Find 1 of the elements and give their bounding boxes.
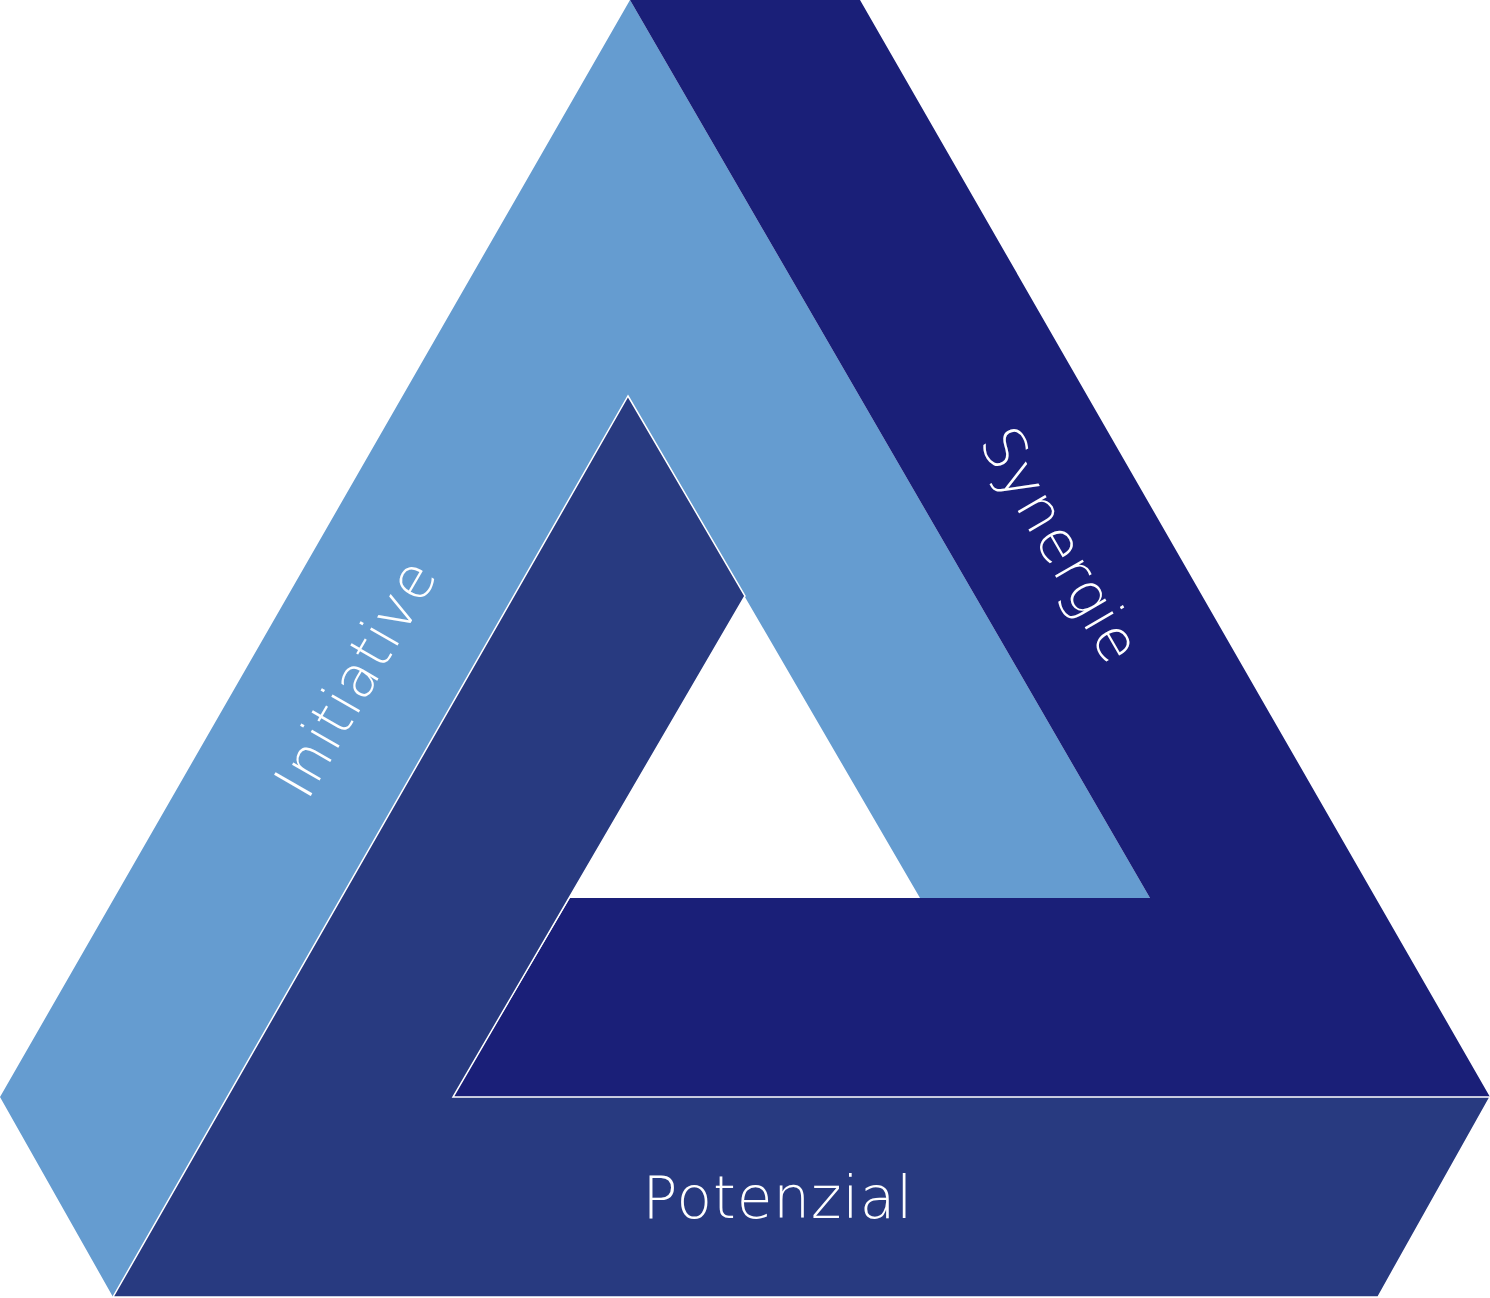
band-label: Potenzial — [642, 1169, 914, 1227]
